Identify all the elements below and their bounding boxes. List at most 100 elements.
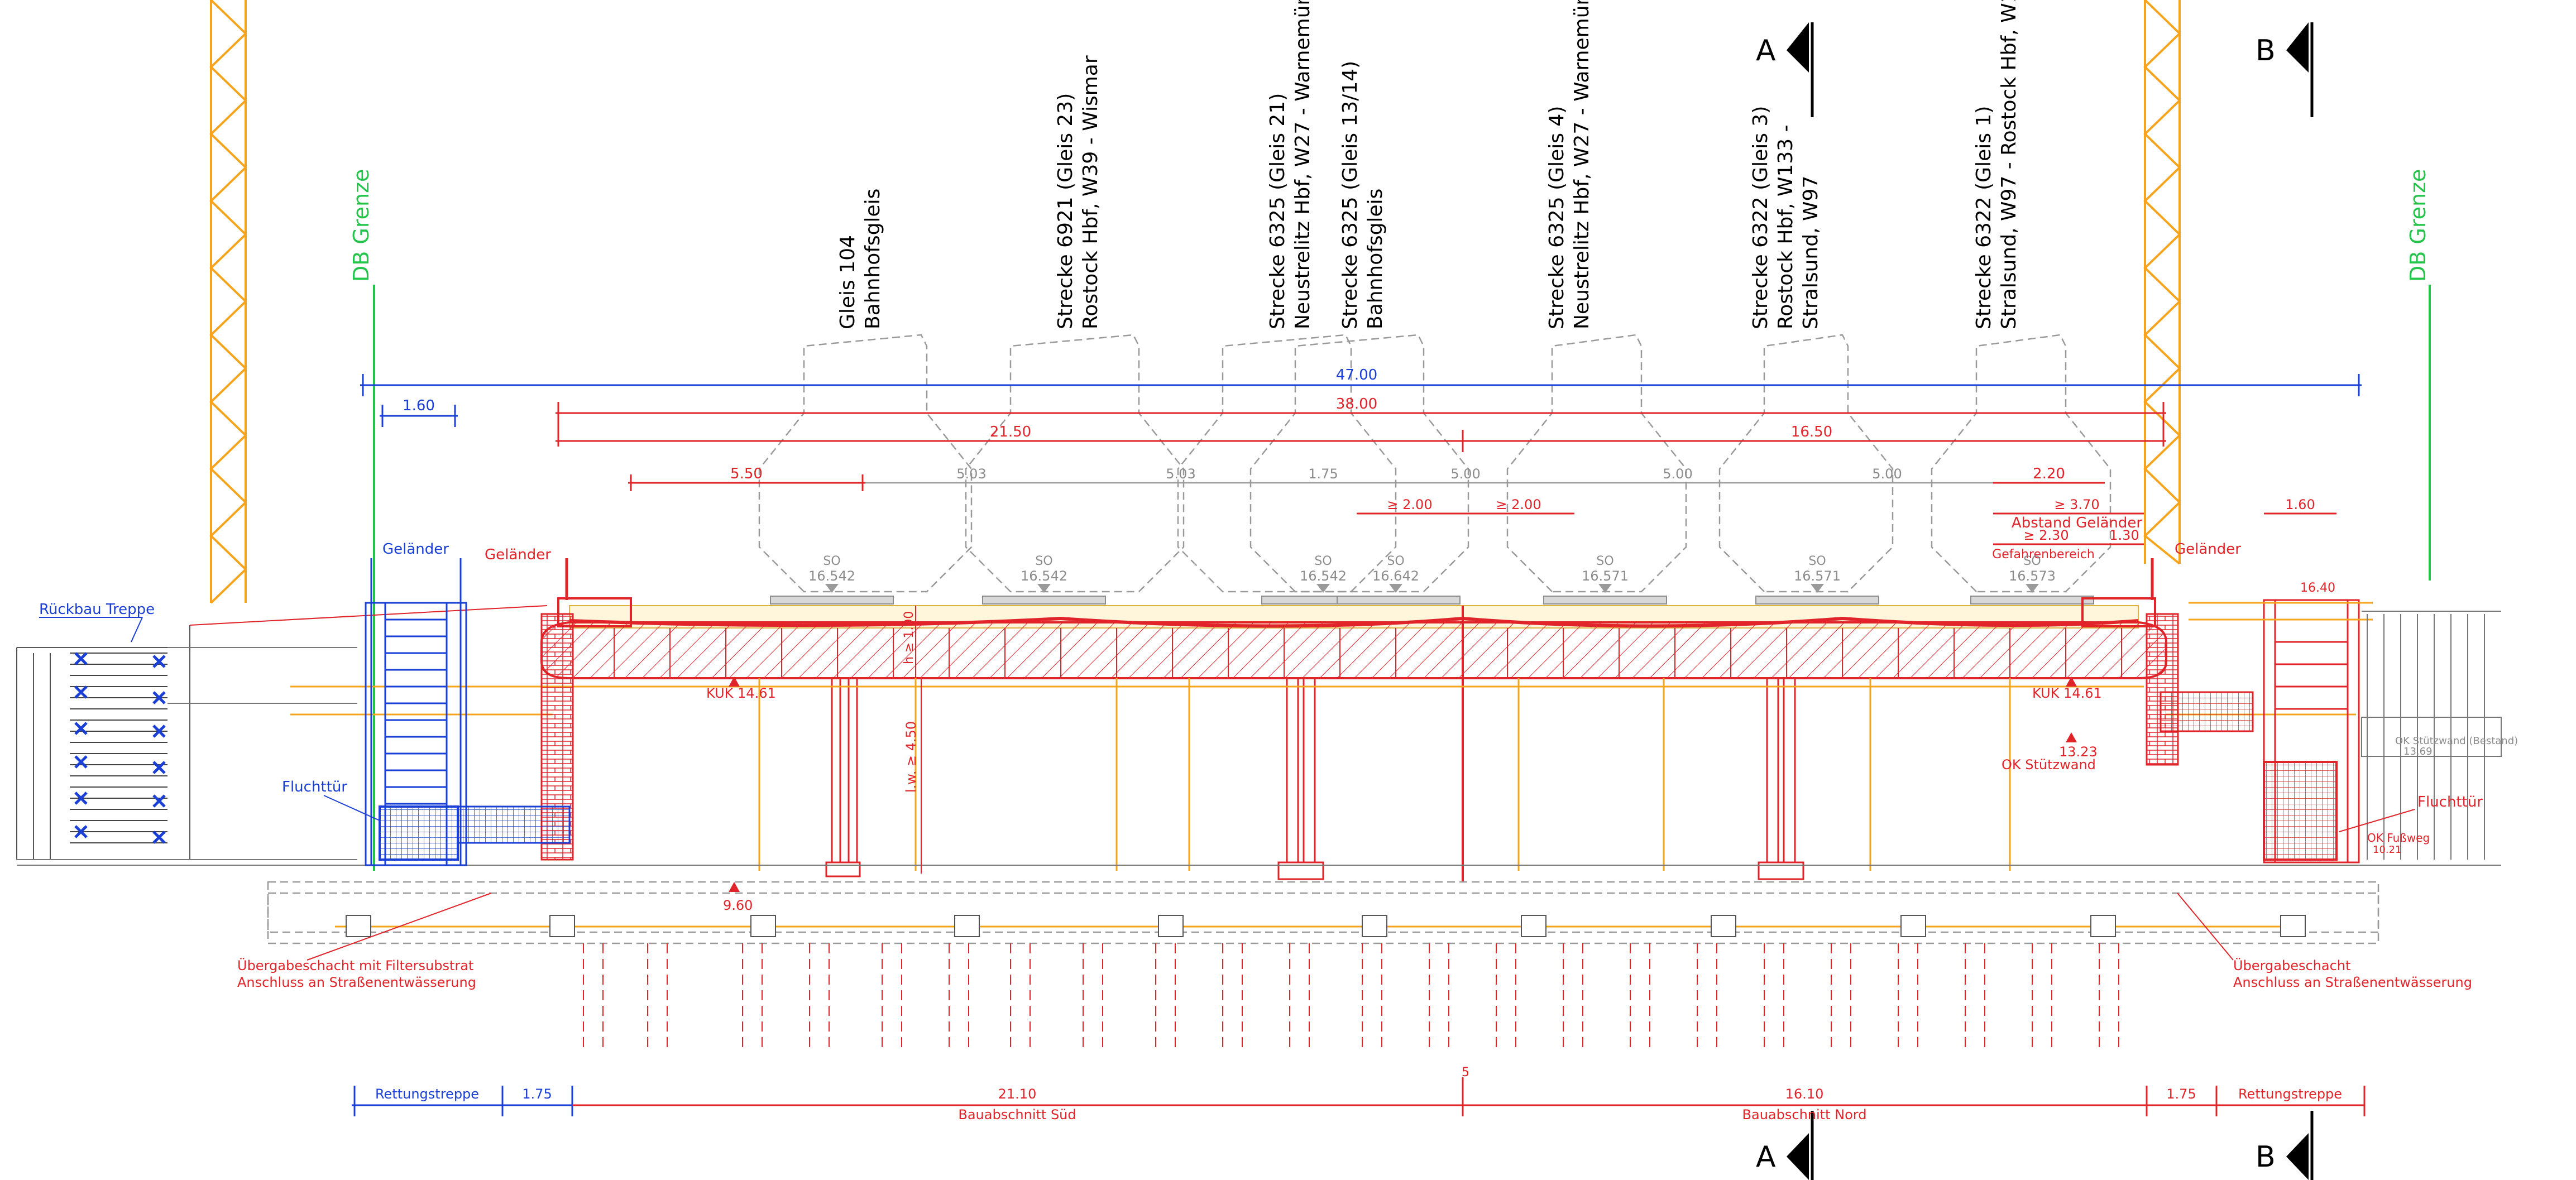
clearance-gauges <box>758 334 2111 593</box>
temporary-supports <box>290 678 2356 928</box>
dim-bottom-16-10: 16.10 <box>1785 1086 1824 1102</box>
so-3-value: 16.542 <box>1300 568 1347 584</box>
ok-stuetzwand-bestand: OK Stützwand (Bestand) <box>2395 735 2518 747</box>
so-2-value: 16.542 <box>1021 568 1067 584</box>
so-5-label: SO <box>1596 554 1613 568</box>
so-3-label: SO <box>1314 554 1332 568</box>
section-a-top-label: A <box>1756 34 1776 68</box>
track-6-line3: Stralsund, W97 <box>1799 176 1822 329</box>
dim-38-00: 38.00 <box>1336 396 1377 412</box>
so-7-label: SO <box>2023 554 2041 568</box>
section-marker-b-bottom: B <box>2256 1111 2314 1180</box>
dim-5-50: 5.50 <box>730 466 763 482</box>
dim-min-2-00b: ≥ 2.00 <box>1496 497 1541 512</box>
value-13-23: 13.23 <box>2059 744 2098 760</box>
track-label-3: Strecke 6325 (Gleis 21) Neustrelitz Hbf,… <box>1266 0 1314 329</box>
gefahrenbereich-label: Gefahrenbereich <box>1992 548 2095 562</box>
track-labels: Gleis 104 Bahnhofsgleis Strecke 6921 (Gl… <box>836 0 2020 329</box>
track-label-7: Strecke 6322 (Gleis 1) Stralsund, W97 - … <box>1972 0 2020 329</box>
db-boundary-right: DB Grenze <box>2406 169 2431 581</box>
ok-stuetzwand: OK Stützwand <box>2002 757 2096 773</box>
track-6-line2: Rostock Hbf, W133 - <box>1774 124 1797 329</box>
track-label-6: Strecke 6322 (Gleis 3) Rostock Hbf, W133… <box>1749 106 1822 329</box>
dim-bottom-1-75-left: 1.75 <box>522 1086 552 1102</box>
track-1-line1: Gleis 104 <box>836 235 859 329</box>
dim-bottom-21-10: 21.10 <box>998 1086 1037 1102</box>
track-6-line1: Strecke 6322 (Gleis 3) <box>1749 106 1772 329</box>
track-label-5: Strecke 6325 (Gleis 4) Neustrelitz Hbf, … <box>1545 0 1593 329</box>
bauabschnitt-nord: Bauabschnitt Nord <box>1742 1107 1867 1123</box>
escape-door-left <box>379 805 459 861</box>
dim-47-00: 47.00 <box>1336 367 1377 383</box>
dim-bottom-fuge: 5 <box>1462 1066 1469 1080</box>
dim-min-2-30: ≥ 2.30 <box>2023 527 2069 543</box>
value-13-69: 13.69 <box>2403 746 2433 757</box>
track-3-line2: Neustrelitz Hbf, W27 - Warnemünde <box>1291 0 1314 329</box>
ok-fussweg: OK Fußweg <box>2367 831 2430 845</box>
bauabschnitt-sued: Bauabschnitt Süd <box>958 1107 1076 1123</box>
gelaender-left-2: Geländer <box>485 546 551 563</box>
track-7-line2: Stralsund, W97 - Rostock Hbf, W133 <box>1998 0 2020 329</box>
section-marker-b-top: B <box>2256 22 2314 117</box>
uebergabe-left-2: Anschluss an Straßenentwässerung <box>237 975 476 990</box>
level-callouts: KUK 14.61 KUK 14.61 h ≥ 1.90 l.w. ≥ 4.50… <box>706 606 2102 913</box>
value-10-21: 10.21 <box>2373 844 2402 856</box>
dim-bottom-1-75-right: 1.75 <box>2166 1086 2196 1102</box>
ground-right <box>2361 611 2502 860</box>
foundations <box>267 881 2379 944</box>
foundation-boxes <box>346 915 2306 937</box>
track-label-2: Strecke 6921 (Gleis 23) Rostock Hbf, W39… <box>1054 55 1102 329</box>
rails-and-sleepers <box>770 596 2094 605</box>
dim-21-50: 21.50 <box>990 424 1031 440</box>
h-deck-label: h ≥ 1.90 <box>902 611 916 664</box>
track-2-line1: Strecke 6921 (Gleis 23) <box>1054 93 1077 329</box>
dim-so-1-75: 1.75 <box>1308 466 1338 482</box>
track-4-line1: Strecke 6325 (Gleis 13/14) <box>1339 61 1362 329</box>
so-6-value: 16.571 <box>1794 568 1841 584</box>
dim-so-5-03b: 5.03 <box>1166 466 1195 482</box>
dim-so-5-00a: 5.00 <box>1450 466 1480 482</box>
dim-min-2-00a: ≥ 2.00 <box>1387 497 1432 512</box>
kuk-right: KUK 14.61 <box>2032 685 2102 701</box>
db-boundary-left-label: DB Grenze <box>349 169 374 282</box>
fluchttuer-left: Fluchttür <box>282 779 347 795</box>
fluchttuer-right: Fluchttür <box>2417 794 2483 810</box>
rettungstreppe-right-label: Rettungstreppe <box>2238 1086 2342 1102</box>
crane-left <box>209 0 247 604</box>
value-16-40: 16.40 <box>2300 581 2335 595</box>
track-label-4: Strecke 6325 (Gleis 13/14) Bahnhofsgleis <box>1339 61 1387 329</box>
rettungstreppe-left-label: Rettungstreppe <box>375 1086 479 1102</box>
rueckbau-stair <box>16 625 190 860</box>
track-7-line1: Strecke 6322 (Gleis 1) <box>1972 106 1995 329</box>
dimension-chains-top: 47.00 1.60 38.00 21.50 16.50 5.50 5.03 5… <box>360 367 2362 562</box>
dimension-chain-bottom: Rettungstreppe 1.75 5 21.10 Bauabschnitt… <box>352 1066 2366 1123</box>
track-5-line1: Strecke 6325 (Gleis 4) <box>1545 106 1568 329</box>
uebergabe-right-2: Anschluss an Straßenentwässerung <box>2233 975 2472 990</box>
so-7-value: 16.573 <box>2009 568 2056 584</box>
track-3-line1: Strecke 6325 (Gleis 21) <box>1266 93 1289 329</box>
dim-so-5-00c: 5.00 <box>1872 466 1902 482</box>
track-5-line2: Neustrelitz Hbf, W27 - Warnemünde <box>1571 0 1593 329</box>
section-b-top-label: B <box>2256 34 2276 68</box>
so-5-value: 16.571 <box>1582 568 1629 584</box>
crane-right <box>2143 0 2181 565</box>
section-marker-a-top: A <box>1756 22 1814 117</box>
so-1-value: 16.542 <box>808 568 855 584</box>
so-4-label: SO <box>1387 554 1404 568</box>
so-1-label: SO <box>823 554 840 568</box>
dim-min-3-70: ≥ 3.70 <box>2054 497 2099 512</box>
dim-so-5-00b: 5.00 <box>1663 466 1692 482</box>
section-a-bottom-label: A <box>1756 1140 1776 1174</box>
track-1-line2: Bahnhofsgleis <box>861 189 884 329</box>
escape-door-right <box>2263 761 2338 861</box>
kuk-left: KUK 14.61 <box>706 685 776 701</box>
